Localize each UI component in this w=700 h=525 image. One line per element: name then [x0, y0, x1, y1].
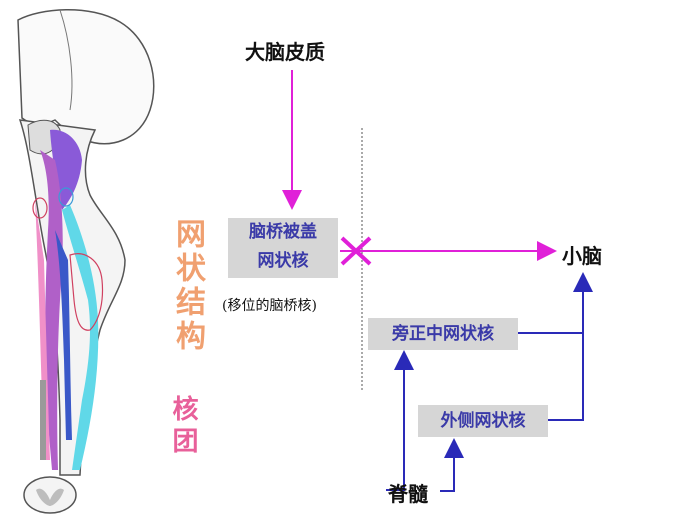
spinal-to-lateral-arrow: [440, 438, 464, 492]
cortex-label: 大脑皮质: [245, 40, 325, 64]
pontine-note: (移位的脑桥核): [222, 298, 317, 314]
decussation-cross-icon: [340, 236, 372, 266]
paramedian-reticular-box: 旁正中网状核: [368, 318, 518, 350]
spinal-cord-label: 脊髓: [388, 482, 428, 506]
pontine-reticular-box: 脑桥被盖 网状核: [228, 218, 338, 278]
cerebellum-label: 小脑: [562, 244, 602, 268]
lateral-to-cerebellum-arrow: [548, 272, 593, 421]
nucleus-group-label: 核团: [168, 395, 198, 459]
reticular-formation-label: 网状结构: [170, 218, 205, 354]
pontine-box-line2: 网状核: [257, 251, 309, 271]
lateral-reticular-box: 外侧网状核: [418, 405, 548, 437]
pontine-box-line1: 脑桥被盖: [249, 222, 317, 242]
spinal-to-paramedian-arrow: [386, 350, 414, 491]
brainstem-drawing: [17, 9, 155, 514]
